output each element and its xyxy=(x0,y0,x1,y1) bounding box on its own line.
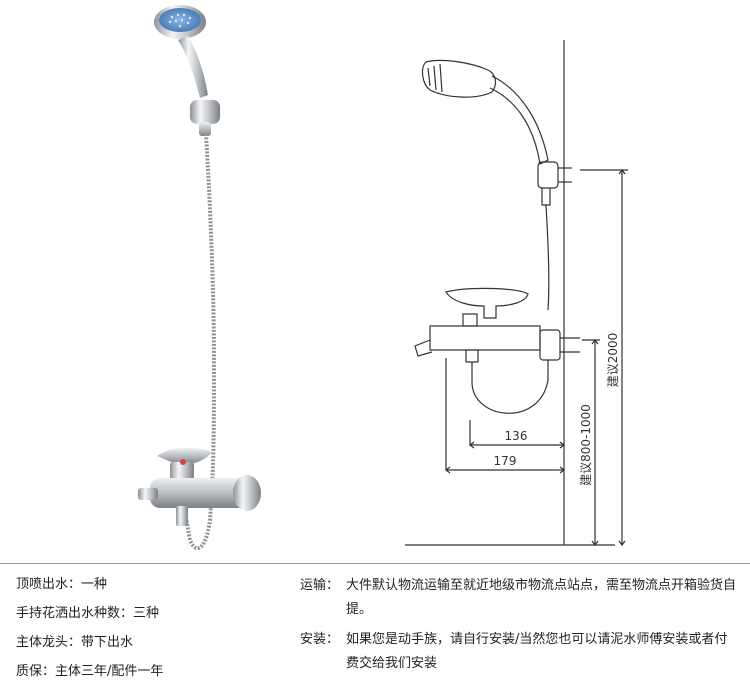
spec-top-spray: 顶喷出水：一种 xyxy=(16,577,108,592)
mixer-valve xyxy=(138,447,261,526)
section-divider xyxy=(0,563,750,564)
shipping-text: 大件默认物流运输至就近地级市物流点站点，需至物流点开箱验货自提。 xyxy=(346,578,737,617)
installation-info: 安装： 如果您是动手族，请自行安装/当然您也可以请泥水师傅安装或者付费交给我们安… xyxy=(300,628,740,676)
shower-set-photo xyxy=(138,5,261,551)
shower-hose xyxy=(180,133,217,551)
spec-main-faucet: 主体龙头：带下出水 xyxy=(16,635,134,650)
spec-hand-shower-modes: 手持花洒出水种数：三种 xyxy=(16,606,160,621)
spec-warranty: 质保：主体三年/配件一年 xyxy=(16,664,164,679)
service-info: 运输： 大件默认物流运输至就近地级市物流点站点，需至物流点开箱验货自提。 安装：… xyxy=(300,574,740,676)
shipping-info: 运输： 大件默认物流运输至就近地级市物流点站点，需至物流点开箱验货自提。 xyxy=(300,574,740,622)
technical-drawing xyxy=(405,40,628,546)
shower-holder xyxy=(190,100,220,136)
spec-list: 顶喷出水：一种 手持花洒出水种数：三种 主体龙头：带下出水 质保：主体三年/配件… xyxy=(16,574,266,690)
dimension-179: 179 xyxy=(494,454,517,468)
spec-panel: 顶喷出水：一种 手持花洒出水种数：三种 主体龙头：带下出水 质保：主体三年/配件… xyxy=(0,564,750,696)
shower-illustration: 136 179 建议2000 建议800-1000 xyxy=(138,5,628,551)
installation-text: 如果您是动手族，请自行安装/当然您也可以请泥水师傅安装或者付费交给我们安装 xyxy=(346,632,728,671)
dimension-136: 136 xyxy=(505,429,528,443)
dimension-800-1000: 建议800-1000 xyxy=(579,404,593,486)
installation-label: 安装： xyxy=(300,632,340,647)
shipping-label: 运输： xyxy=(300,578,340,593)
product-figure: 136 179 建议2000 建议800-1000 xyxy=(138,5,628,551)
dimension-2000: 建议2000 xyxy=(606,333,620,388)
hand-shower-head xyxy=(154,5,208,98)
